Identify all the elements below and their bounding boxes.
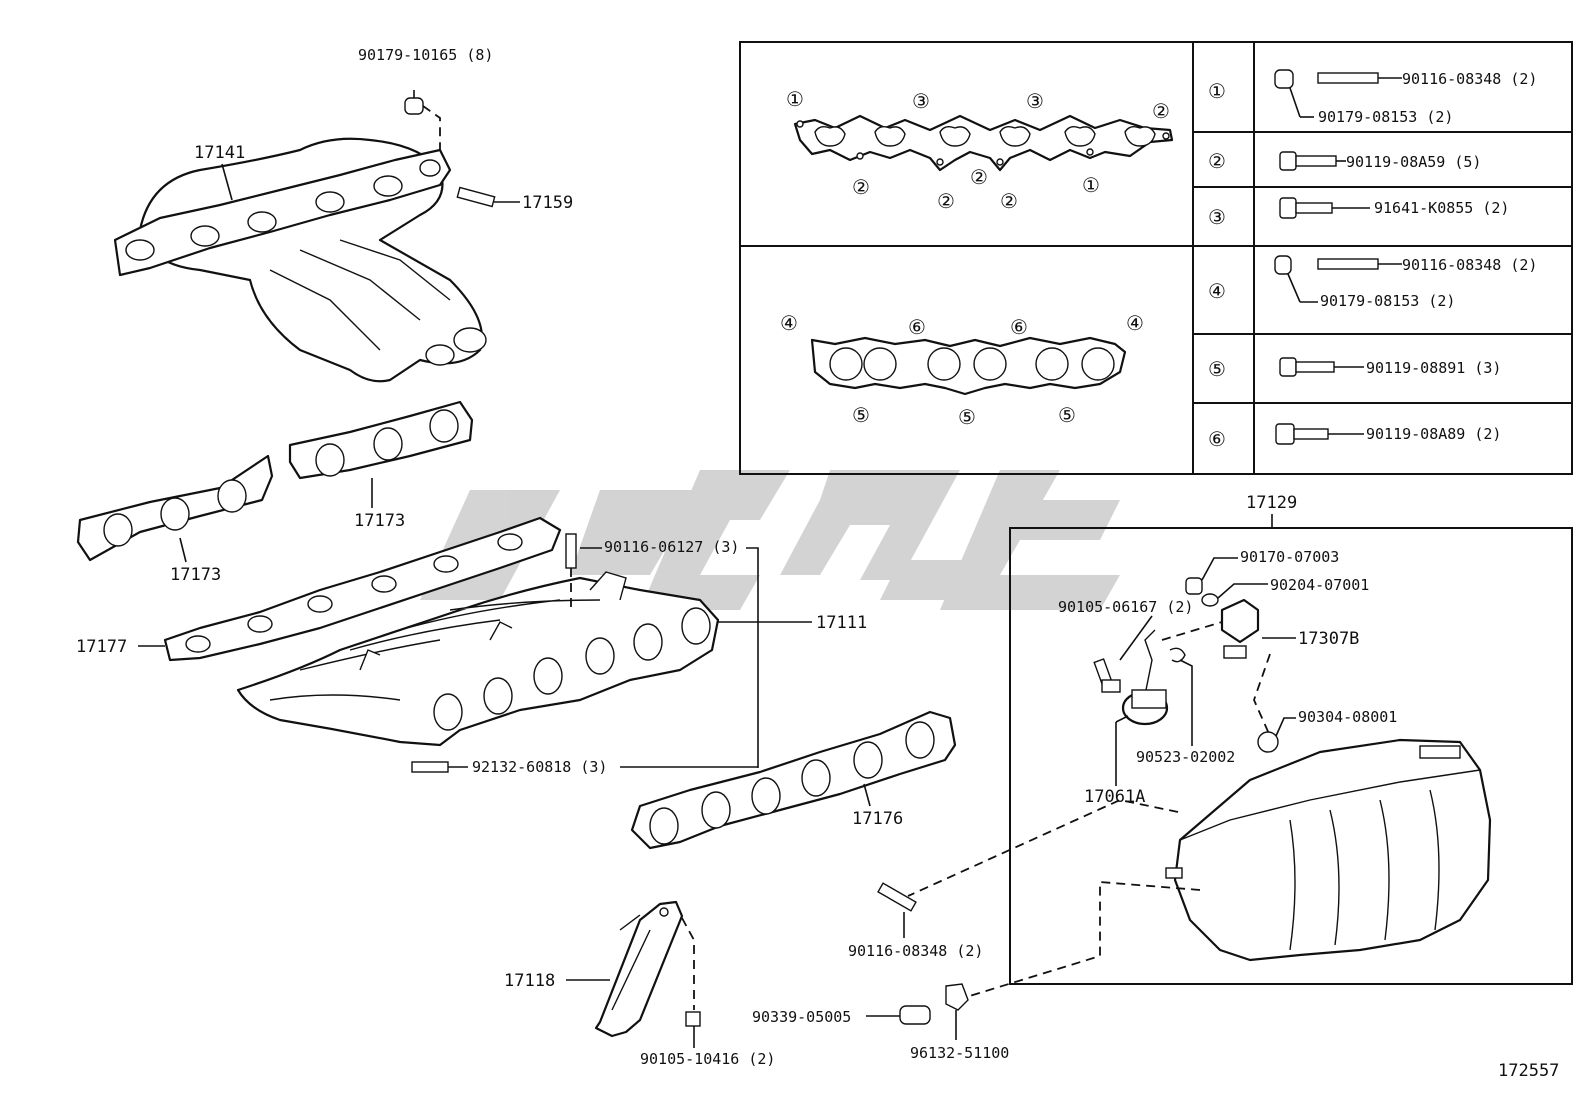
part-label: 90105-10416 (2) [640, 1050, 775, 1068]
gasket-17173-left [76, 454, 274, 562]
legend-part-label: 90119-08891 (3) [1366, 359, 1501, 377]
legend-marker-2: ② [970, 165, 988, 189]
bolt-icon [1279, 151, 1346, 171]
legend-marker-3: ③ [1026, 89, 1044, 113]
legend-marker-4: ④ [780, 311, 798, 335]
vsv-17061A [1121, 629, 1169, 726]
part-label: 90179-10165 (8) [358, 46, 493, 64]
nut-90170-07003 [1185, 577, 1203, 595]
nut-90179-10165 [404, 90, 441, 150]
hose-90339-05005 [899, 1005, 931, 1025]
stud-90116-08348 [877, 882, 917, 912]
bolt-90105-06167 [1093, 658, 1121, 693]
legend-marker-5: ⑤ [852, 403, 870, 427]
part-label: 90116-06127 (3) [604, 538, 739, 556]
watermark-logo [420, 470, 1120, 610]
nut-stud-icon [1274, 255, 1402, 303]
part-label: 17141 [194, 143, 245, 163]
part-label: 17173 [170, 565, 221, 585]
part-label: 17177 [76, 637, 127, 657]
legend-part-label: 90116-08348 (2) [1402, 256, 1537, 274]
part-label: 92132-60818 (3) [472, 758, 607, 776]
part-label: 17173 [354, 511, 405, 531]
legend-marker-5: ⑤ [958, 405, 976, 429]
legend-part-label: 90179-08153 (2) [1320, 292, 1455, 310]
part-label: 17061A [1084, 787, 1145, 807]
bolt-icon [1279, 357, 1364, 377]
intake-plenum [1165, 738, 1492, 962]
part-label: 17111 [816, 613, 867, 633]
legend-upper-gasket [793, 114, 1174, 172]
legend-lower-gasket [810, 336, 1127, 396]
diagram-id: 172557 [1498, 1061, 1559, 1081]
legend-part-label: 90116-08348 (2) [1402, 70, 1537, 88]
intake-manifold-17111 [236, 571, 720, 747]
legend-key-2: ② [1208, 149, 1226, 173]
plenum-callout-box [1009, 527, 1573, 985]
legend-marker-2: ② [937, 189, 955, 213]
part-label: 90105-06167 (2) [1058, 598, 1193, 616]
grommet-90304-08001 [1257, 731, 1279, 753]
stud-90116-06127 [565, 533, 577, 610]
legend-part-label: 90119-08A59 (5) [1346, 153, 1481, 171]
part-label: 17307B [1298, 629, 1359, 649]
legend-marker-6: ⑥ [908, 315, 926, 339]
legend-key-6: ⑥ [1208, 427, 1226, 451]
part-label: 17159 [522, 193, 573, 213]
legend-part-label: 90119-08A89 (2) [1366, 425, 1501, 443]
legend-marker-2: ② [1000, 189, 1018, 213]
part-label: 17176 [852, 809, 903, 829]
bracket-17307B [1220, 598, 1260, 659]
bracket-17118 [594, 900, 701, 1038]
legend-key-1: ① [1208, 79, 1226, 103]
exhaust-manifold-17141 [113, 137, 487, 383]
part-label: 90523-02002 [1136, 748, 1235, 766]
part-label: 90170-07003 [1240, 548, 1339, 566]
stud-17159 [456, 186, 520, 208]
legend-marker-2: ② [852, 175, 870, 199]
gasket-17176 [630, 710, 957, 850]
legend-table [739, 41, 1573, 475]
legend-marker-1: ① [1082, 173, 1100, 197]
legend-marker-5: ⑤ [1058, 403, 1076, 427]
legend-marker-4: ④ [1126, 311, 1144, 335]
part-label: 90339-05005 [752, 1008, 851, 1026]
nut-stud-icon [1274, 69, 1402, 118]
legend-marker-3: ③ [912, 89, 930, 113]
legend-part-label: 90179-08153 (2) [1318, 108, 1453, 126]
legend-marker-2: ② [1152, 99, 1170, 123]
legend-marker-6: ⑥ [1010, 315, 1028, 339]
legend-key-4: ④ [1208, 279, 1226, 303]
part-label: 17129 [1246, 493, 1297, 513]
part-label: 90204-07001 [1270, 576, 1369, 594]
part-label: 17118 [504, 971, 555, 991]
gasket-17177 [163, 516, 562, 662]
part-label: 96132-51100 [910, 1044, 1009, 1062]
washer-90204-07001 [1201, 593, 1219, 607]
legend-key-3: ③ [1208, 205, 1226, 229]
legend-marker-1: ① [786, 87, 804, 111]
bolt-icon [1275, 423, 1364, 445]
part-label: 90116-08348 (2) [848, 942, 983, 960]
clamp-96132-51100 [945, 983, 969, 1011]
part-label: 90304-08001 [1298, 708, 1397, 726]
gasket-17173-right [288, 400, 474, 480]
clip-90523-02002 [1169, 647, 1186, 663]
legend-key-5: ⑤ [1208, 357, 1226, 381]
bolt-icon [1279, 197, 1370, 219]
stud-92132-60818 [411, 761, 449, 773]
legend-part-label: 91641-K0855 (2) [1374, 199, 1509, 217]
